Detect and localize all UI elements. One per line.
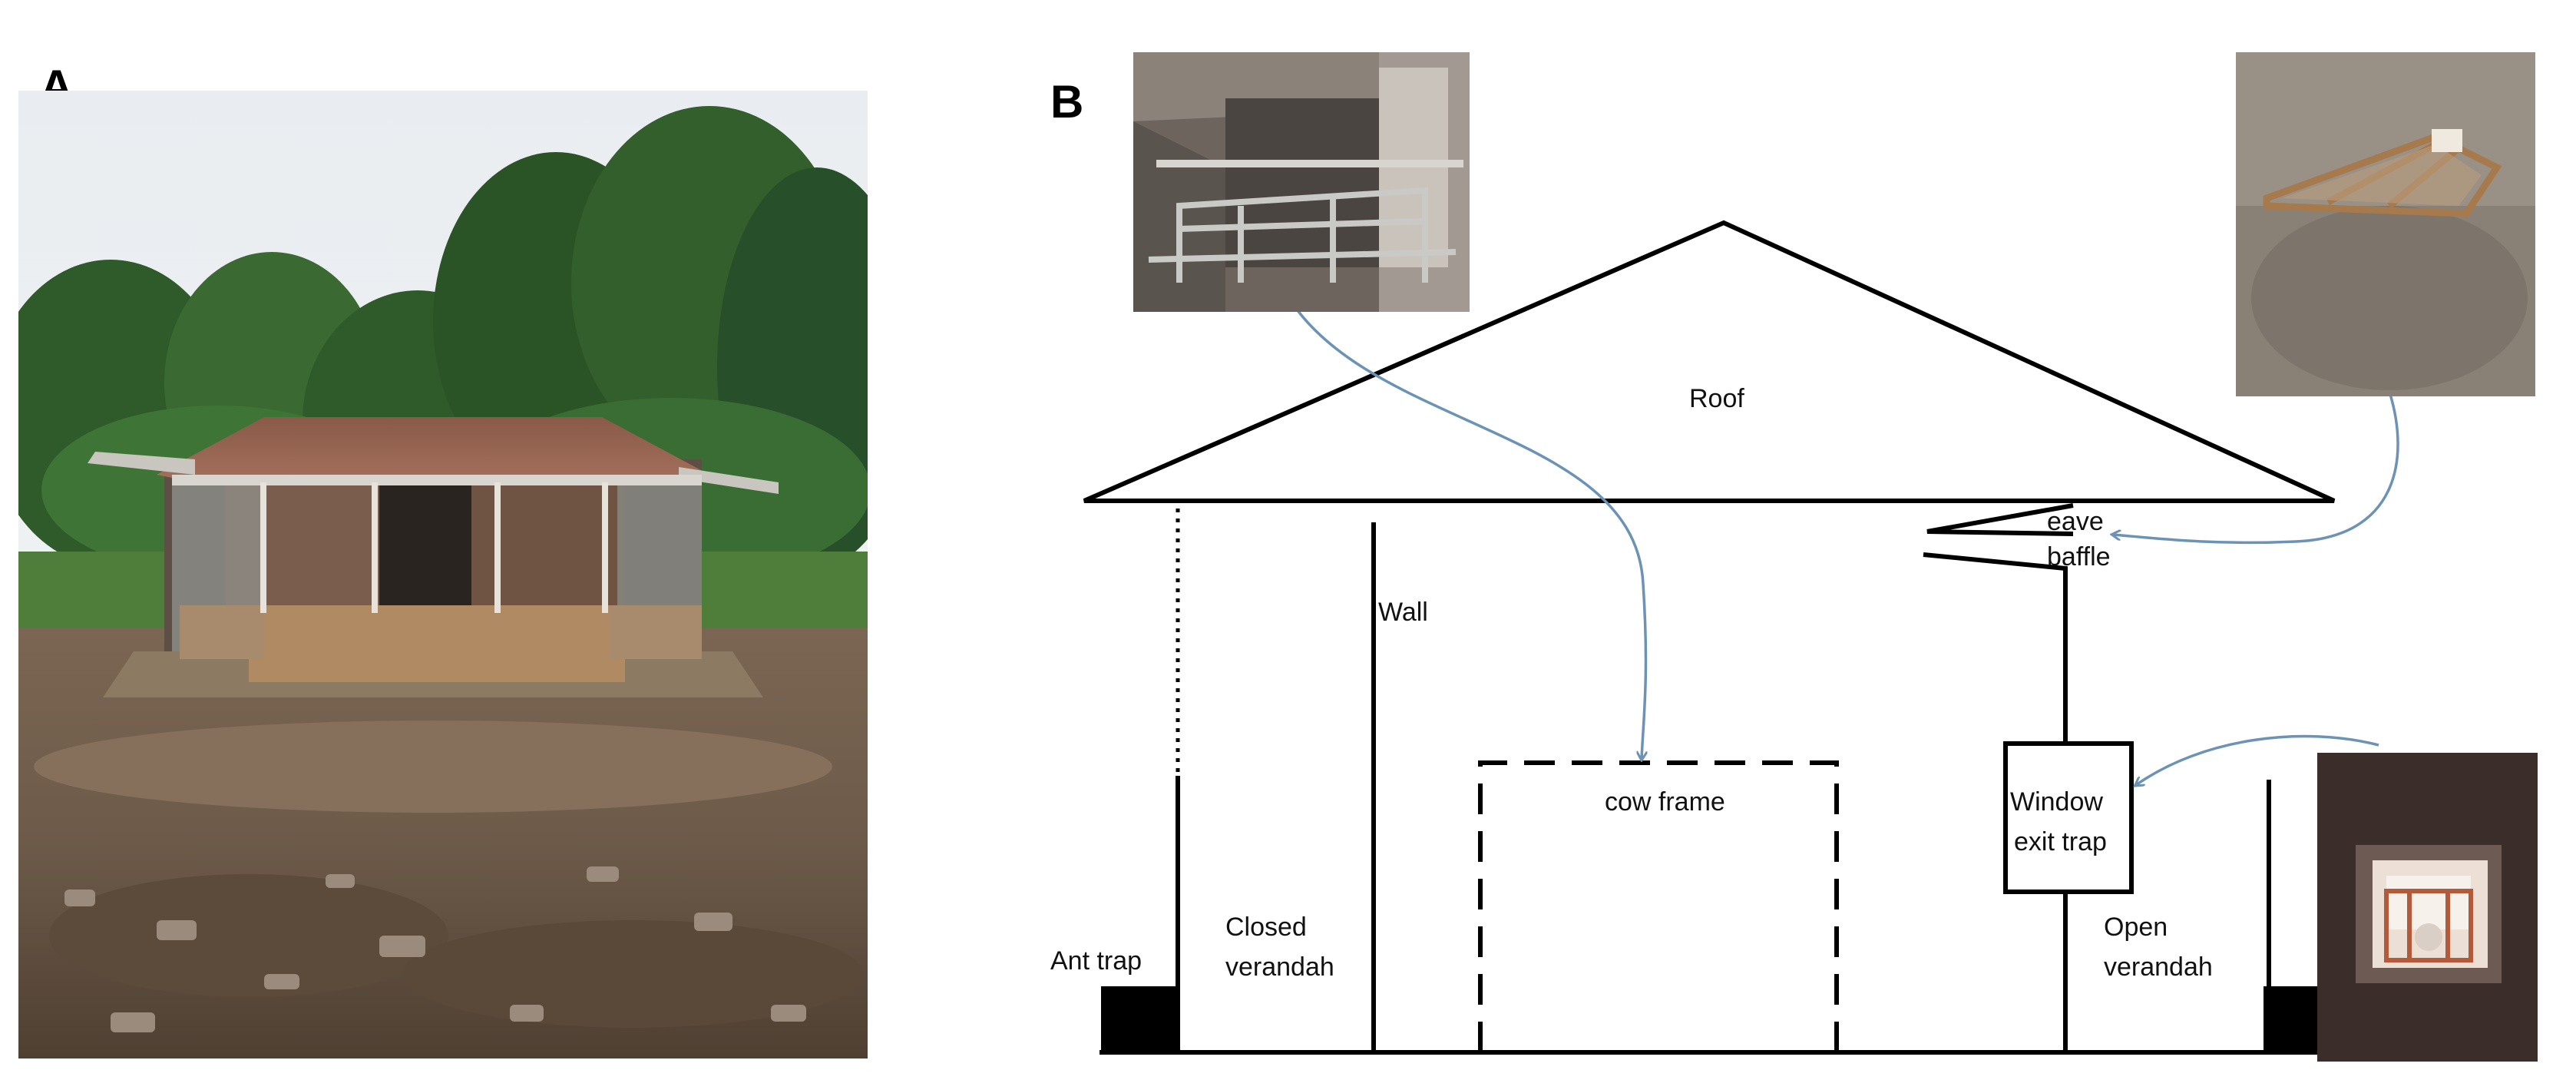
ant-trap-right	[2264, 986, 2317, 1052]
open-verandah-label: verandah	[2104, 952, 2213, 982]
eave-baffle-arrow	[2113, 391, 2399, 545]
open-label: Open	[2104, 913, 2168, 942]
window-exit-trap-box	[2003, 741, 2134, 894]
baffle-label: baffle	[2047, 542, 2111, 571]
cow-frame-outline	[1478, 760, 1839, 1052]
roof-outline	[1083, 220, 2336, 503]
window-trap-arrow	[2136, 734, 2379, 785]
closed-label: Closed	[1225, 913, 1307, 942]
ant-trap-left	[1101, 986, 1178, 1052]
cow-frame-photo	[1133, 52, 1470, 312]
eave-baffle-photo	[2236, 52, 2535, 396]
panel-b-label: B	[1050, 76, 1084, 128]
cow-frame-label: cow frame	[1605, 787, 1725, 817]
window-label: Window	[2010, 787, 2103, 817]
hut-photo	[18, 91, 868, 1058]
eave-baffle-lower	[1923, 552, 2068, 744]
closed-verandah-label: verandah	[1225, 952, 1334, 982]
roof-label: Roof	[1689, 384, 1744, 413]
eave-baffle-shape	[1926, 503, 2074, 536]
ant-trap-label: Ant trap	[1050, 946, 1142, 976]
exit-trap-label: exit trap	[2014, 827, 2107, 856]
eave-label: eave	[2047, 507, 2104, 536]
window-trap-photo	[2317, 753, 2538, 1062]
wall-label: Wall	[1378, 598, 1428, 627]
cow-frame-arrow	[1288, 299, 1645, 759]
